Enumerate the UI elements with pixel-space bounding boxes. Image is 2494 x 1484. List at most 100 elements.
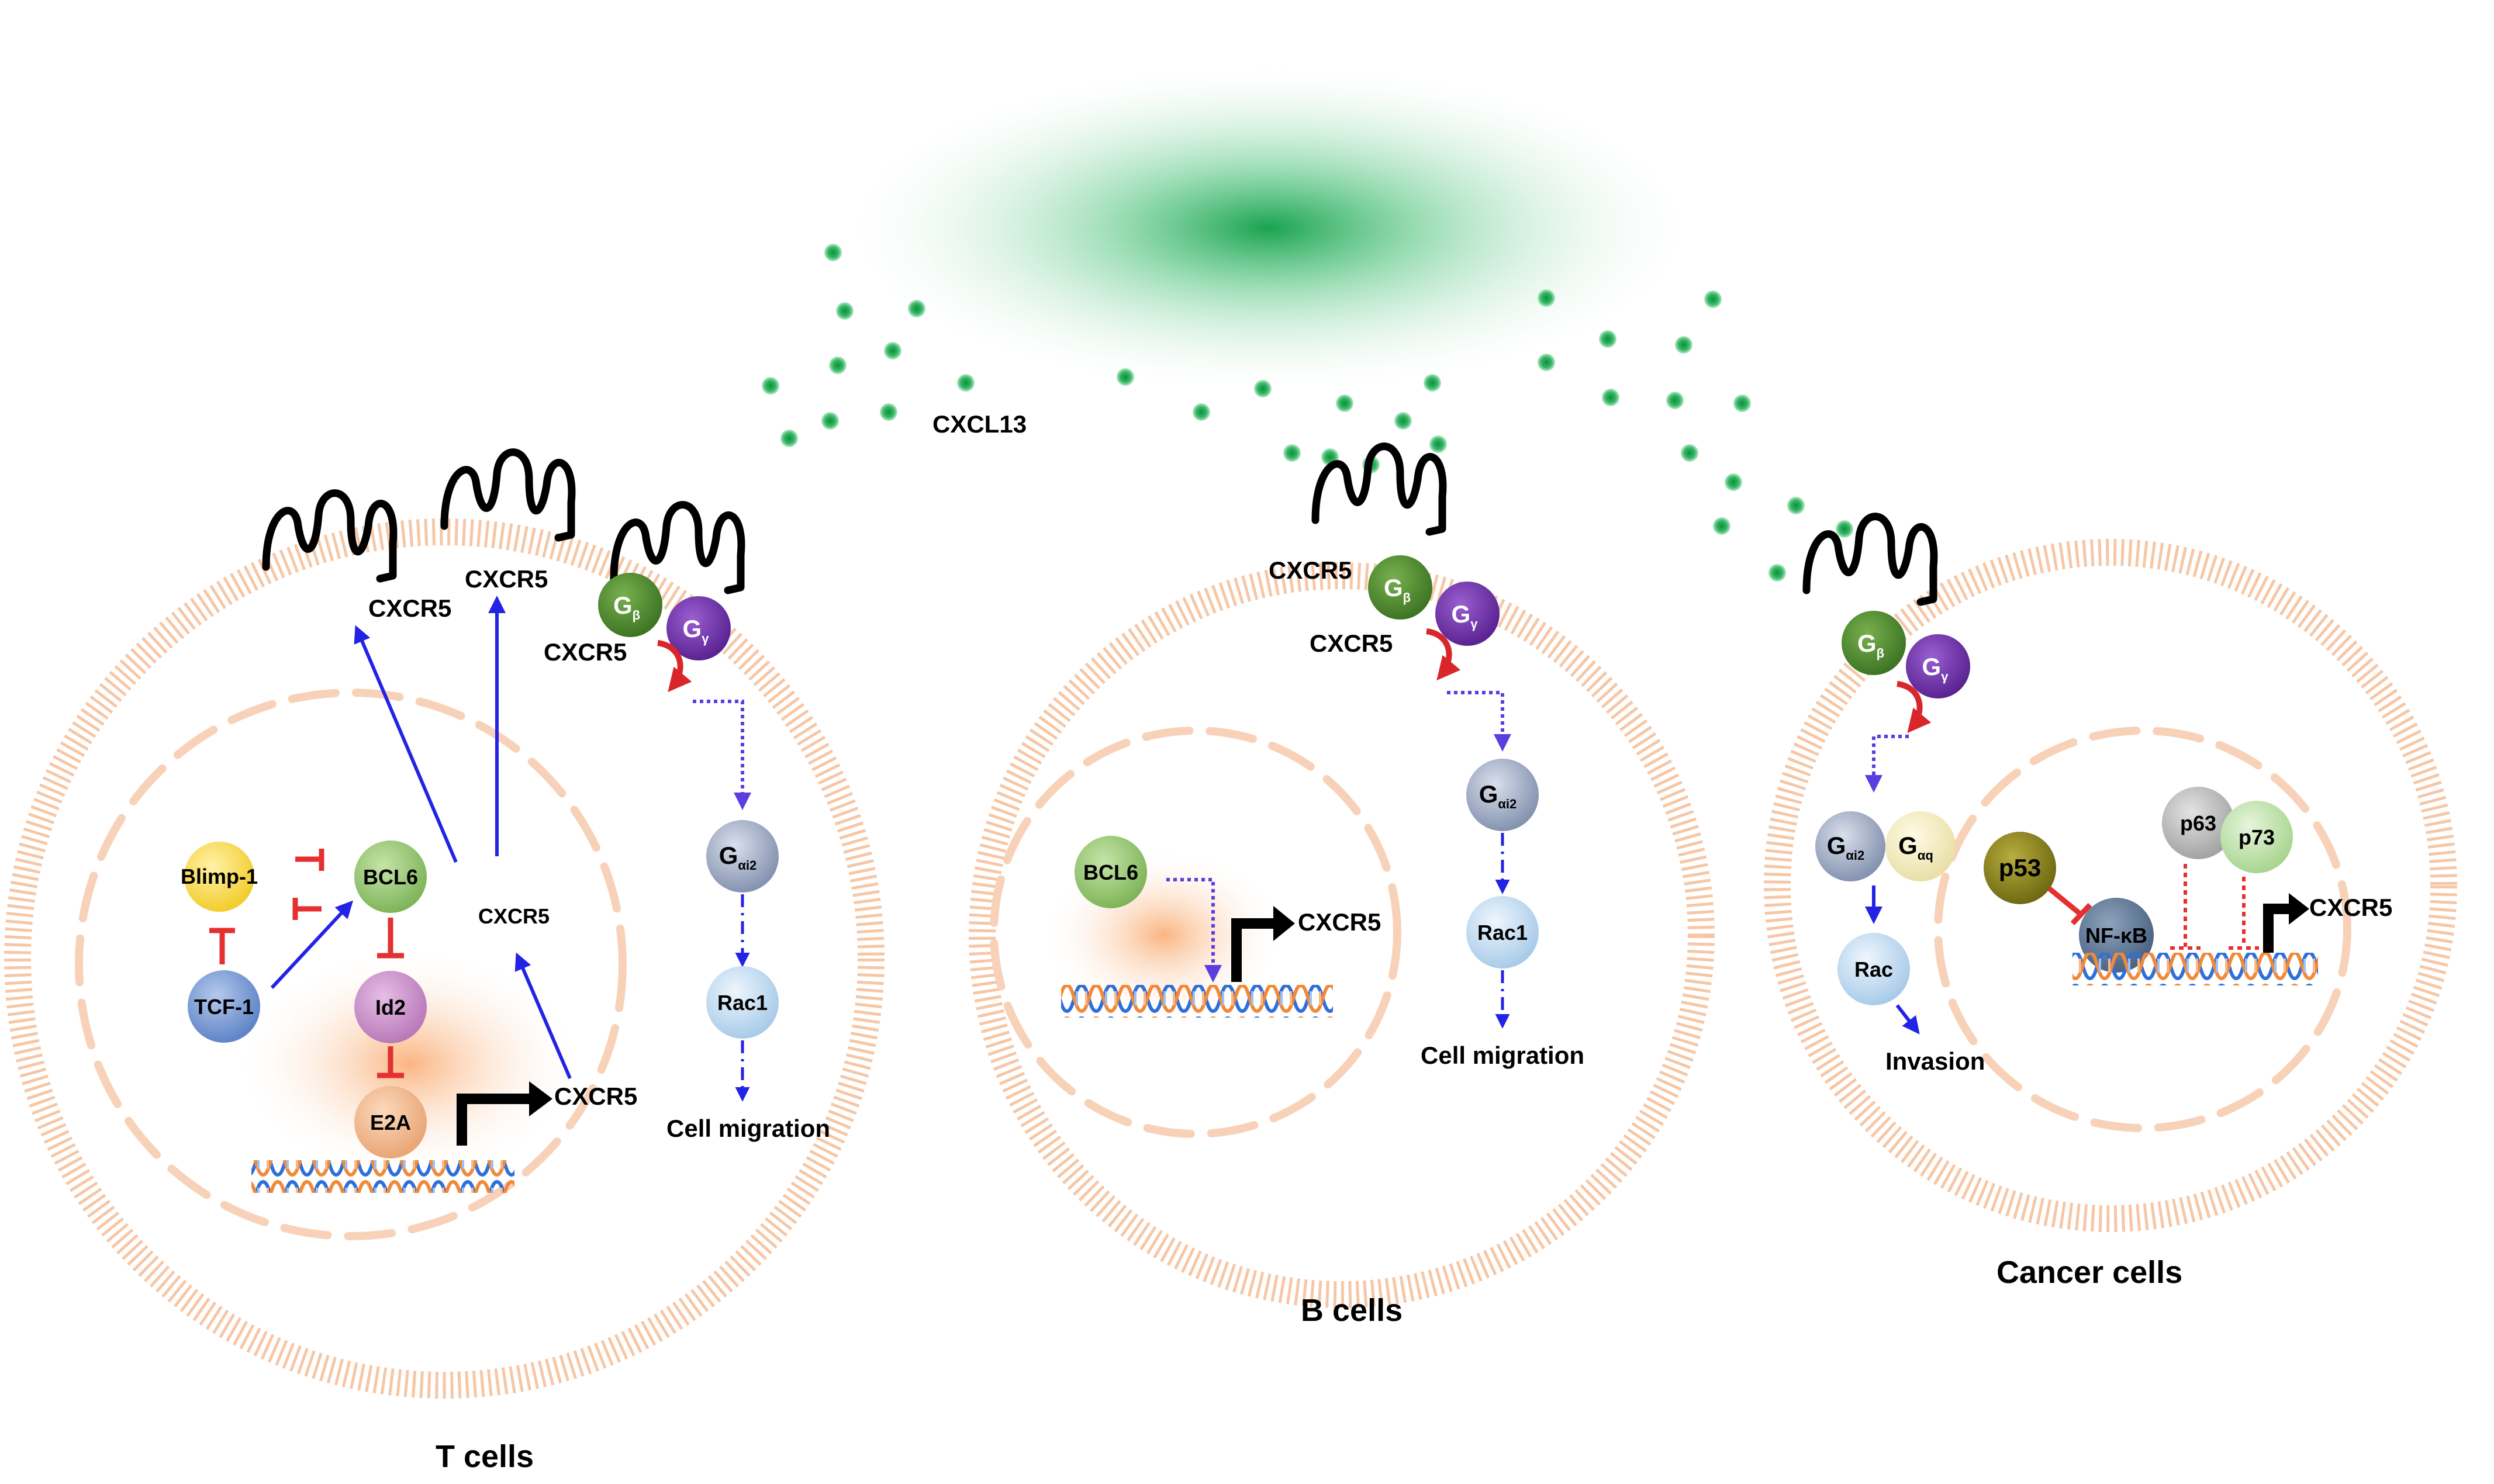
receptor-label: CXCR5: [368, 594, 451, 622]
g-ai2-node: [706, 820, 779, 893]
cancer-cell-title: Cancer cells: [1996, 1255, 2182, 1290]
tcf1-node: [188, 970, 260, 1043]
svg-text:Gβ: Gβ: [613, 591, 640, 622]
svg-text:Gγ: Gγ: [1922, 653, 1949, 684]
t-cell-glow: [234, 947, 585, 1181]
g-beta-label: G: [613, 591, 633, 619]
cxcl13-dot: [1193, 403, 1210, 421]
t-cell-membrane: [4, 518, 885, 1399]
dna-strand: [2072, 953, 2318, 985]
cxcl13-dot: [1599, 330, 1616, 348]
cxcl13-dot: [821, 412, 839, 430]
cxcl13-dot: [1602, 389, 1619, 406]
bcl6-label: BCL6: [363, 865, 418, 889]
g-aq-node: [1885, 811, 1956, 881]
activation-arrow: [514, 952, 572, 1080]
outcome-label: Cell migration: [666, 1115, 830, 1142]
cxcl13-dot: [1768, 564, 1786, 582]
cxcr5-receptor-icon: [262, 489, 398, 583]
promoter-target-label: CXCR5: [554, 1082, 637, 1110]
rac-node: [1837, 933, 1910, 1005]
blimp1-label: Blimp-1: [181, 864, 258, 888]
g-beta-sub: β: [1877, 646, 1884, 660]
receptor-label: CXCR5: [1310, 629, 1393, 657]
rac1-node: [706, 966, 779, 1039]
g-ai2-node: [1466, 759, 1539, 831]
g-gamma-label: G: [1922, 653, 1942, 680]
receptor-label: CXCR5: [465, 565, 548, 593]
promoter-arrowhead: [529, 1081, 552, 1116]
cxcl13-label: CXCL13: [932, 410, 1027, 438]
e2a-node: [354, 1086, 427, 1158]
g-beta-node: [1842, 611, 1906, 675]
cxcl13-dot: [1283, 444, 1301, 462]
p63-label: p63: [2180, 811, 2216, 835]
cxcl13-dot: [1725, 473, 1742, 491]
g-ai2-label: G: [1827, 832, 1846, 859]
promoter-arrow-icon: [1231, 918, 1274, 982]
inhibition-mark: [209, 928, 235, 964]
receptor-label: CXCR5: [1269, 556, 1352, 584]
cxcl13-dot: [1538, 354, 1555, 371]
g-gamma-sub: γ: [1941, 669, 1949, 684]
promoter-target-label: CXCR5: [2309, 894, 2392, 921]
g-beta-label: G: [1384, 574, 1403, 601]
cxcl13-dot: [884, 342, 901, 359]
inhibition-mark: [2047, 886, 2092, 926]
release-arrow: [1897, 681, 1932, 734]
tcf1-label: TCF-1: [194, 995, 254, 1019]
g-beta-label: G: [1857, 629, 1877, 657]
dna-strand: [251, 1160, 514, 1193]
svg-text:Gαi2: Gαi2: [1827, 832, 1865, 863]
receptor-label: CXCR5: [544, 638, 627, 666]
bcl6-label: BCL6: [1083, 860, 1138, 884]
cxcl13-dot: [1424, 374, 1441, 392]
promoter-arrow-icon: [457, 1094, 532, 1146]
cxcl13-dot: [824, 244, 842, 261]
bcl6-node: [1075, 836, 1147, 908]
inhibition-mark: [295, 849, 324, 871]
promoter-arrow-icon: [2263, 904, 2292, 953]
svg-text:Gβ: Gβ: [1384, 574, 1411, 605]
g-ai2-sub: αi2: [1498, 797, 1517, 811]
id2-node: [354, 971, 427, 1043]
rac-label: Rac: [1854, 957, 1893, 981]
cxcl13-gradient: CXCL13: [762, 58, 1853, 582]
p63-node: [2162, 787, 2234, 859]
g-ai2-sub: αi2: [1846, 848, 1864, 863]
t-cell-nucleus: [75, 689, 627, 1240]
rac1-node: [1466, 896, 1539, 968]
cxcl13-dot: [1429, 435, 1447, 453]
bcl6-node: [354, 840, 427, 913]
signal-arrow: [1895, 1004, 1920, 1035]
outcome-label: Invasion: [1885, 1047, 1985, 1075]
g-gamma-label: G: [1452, 600, 1471, 628]
cxcr5-receptor-icon: [1311, 442, 1447, 536]
g-gamma-label: G: [683, 615, 702, 642]
cxcl13-dot: [1733, 395, 1751, 412]
inhibition-mark: [377, 918, 404, 959]
promoter-arrowhead: [1273, 906, 1295, 941]
cxcl13-dot: [1117, 368, 1134, 386]
t-cell: CXCR5 CXCR5 CXCR5 Gβ Gγ Gαi2 Rac1 Cell m…: [4, 448, 885, 1474]
g-gamma-sub: γ: [1470, 617, 1478, 631]
svg-text:Gγ: Gγ: [683, 615, 710, 646]
cxcr5-receptor-icon: [610, 501, 745, 594]
cxcl13-dot: [880, 403, 897, 421]
g-beta-sub: β: [1403, 590, 1411, 605]
svg-text:Gαi2: Gαi2: [719, 842, 757, 873]
activation-arrow: [270, 900, 354, 990]
cxcl13-dot: [1666, 392, 1684, 409]
cxcl13-dot: [1538, 289, 1555, 307]
release-arrow: [657, 640, 692, 693]
g-aq-label: G: [1898, 832, 1918, 859]
b-cell-nucleus: [990, 727, 1401, 1138]
signal-arrow: [1447, 691, 1511, 752]
cancer-cell-nucleus: [1934, 727, 2351, 1132]
cxcr5-receptor-icon: [1802, 513, 1938, 606]
rac1-label: Rac1: [717, 991, 768, 1015]
p73-node: [2220, 801, 2293, 873]
cxcl13-dot: [1681, 444, 1698, 462]
signal-arrow: [1865, 735, 1909, 793]
